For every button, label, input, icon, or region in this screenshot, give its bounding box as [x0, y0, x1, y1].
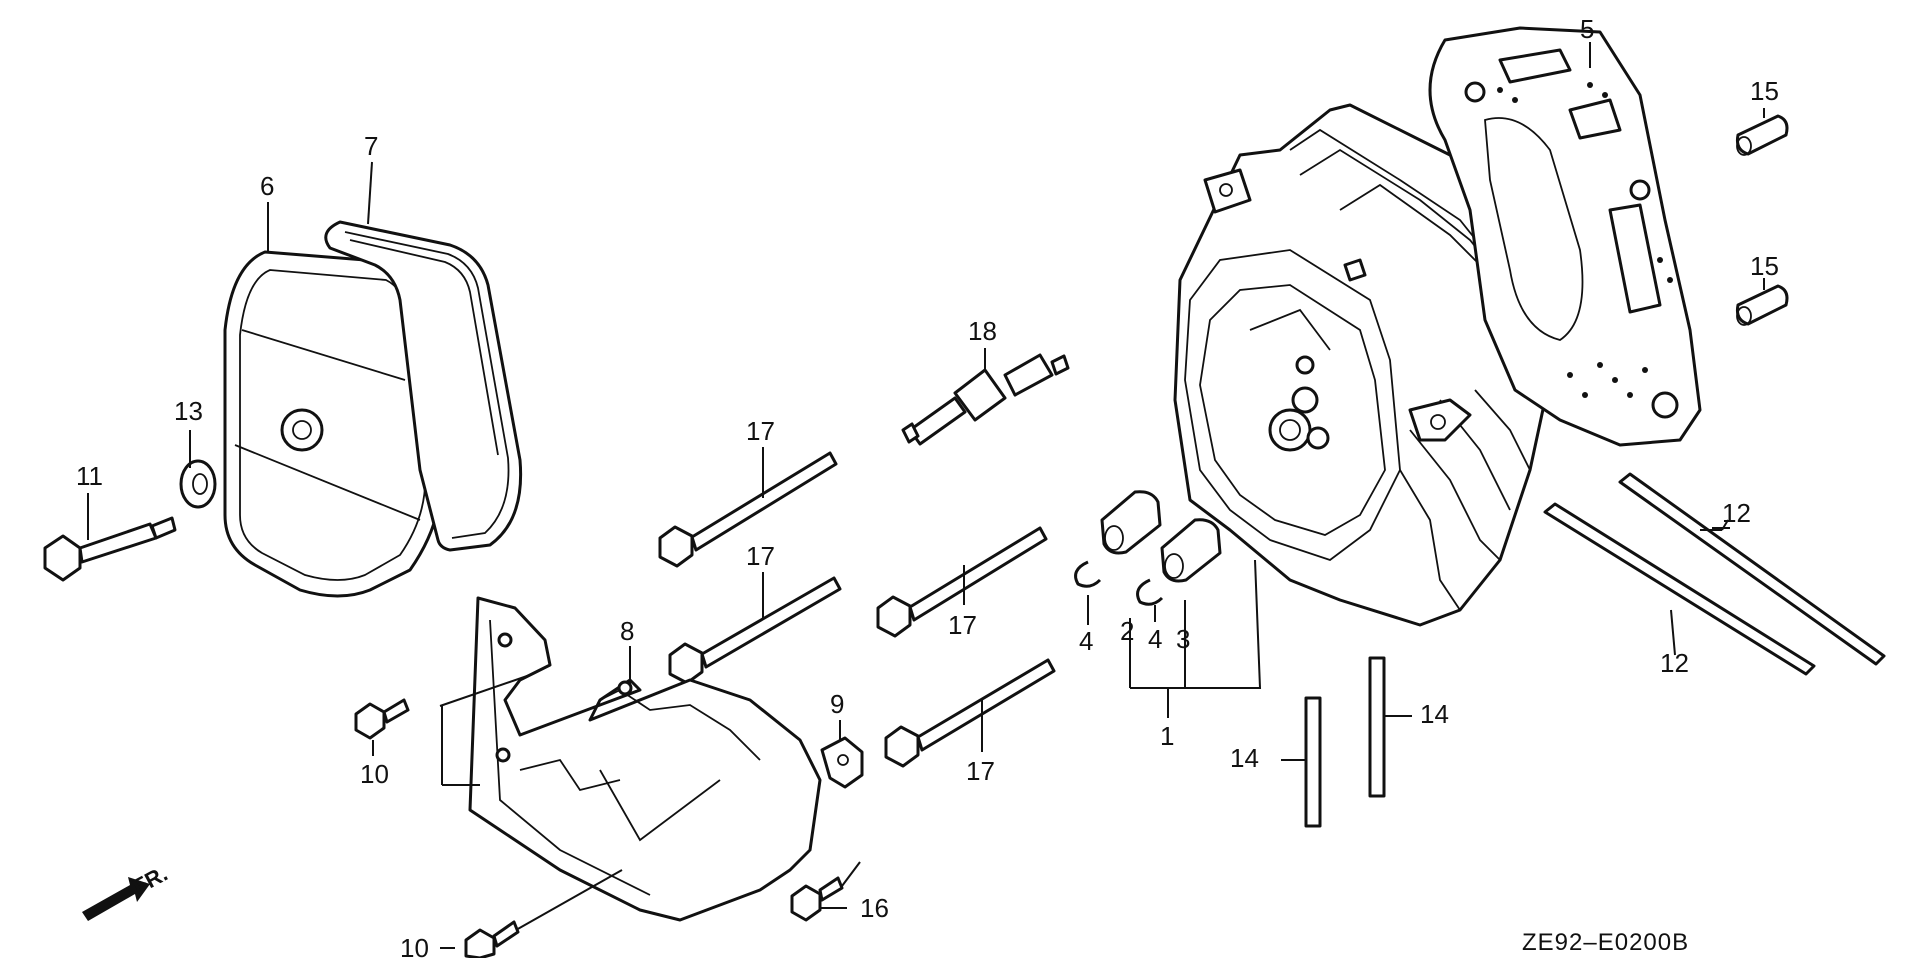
leader-lines — [87, 42, 1765, 949]
stud-bolt-part-14-b — [1368, 656, 1386, 798]
bolt-part-10-b — [464, 920, 520, 958]
stud-bolt-part-12-b — [1618, 472, 1886, 666]
callout-15-top: 15 — [1750, 76, 1779, 106]
callout-12-a: 12 — [1722, 498, 1751, 528]
head-gasket-part-5 — [1428, 26, 1702, 447]
callouts: 5 15 15 7 6 13 11 18 17 17 17 17 8 9 10 … — [76, 14, 1779, 958]
bolt-part-17-c — [876, 526, 1048, 638]
bolt-part-17-d — [884, 658, 1056, 768]
callout-15-bottom: 15 — [1750, 251, 1779, 281]
callout-2: 2 — [1120, 616, 1134, 646]
dowel-pin-part-15-b — [1736, 284, 1789, 326]
drawing-code: ZE92–E0200B — [1522, 929, 1689, 956]
bolt-part-11 — [43, 516, 177, 582]
callout-14-b: 14 — [1420, 699, 1449, 729]
bolt-part-16 — [790, 876, 844, 922]
callout-4-b: 4 — [1148, 624, 1162, 654]
callout-10-b: 10 — [400, 933, 429, 958]
clip-part-4-a — [1074, 560, 1102, 588]
callout-16: 16 — [860, 893, 889, 923]
stud-bolt-part-12-a — [1543, 502, 1816, 676]
callout-17-d: 17 — [966, 756, 995, 786]
callout-5: 5 — [1580, 14, 1594, 44]
callout-17-a: 17 — [746, 416, 775, 446]
callout-18: 18 — [968, 316, 997, 346]
callout-11: 11 — [76, 461, 103, 491]
callout-4-a: 4 — [1079, 626, 1093, 656]
callout-10-a: 10 — [360, 759, 389, 789]
valve-guide-part-2 — [1100, 490, 1162, 555]
callout-9: 9 — [830, 689, 844, 719]
callout-13: 13 — [174, 396, 203, 426]
front-arrow-icon — [82, 877, 150, 921]
clip-part-9 — [820, 736, 864, 789]
dowel-pin-part-15-a — [1736, 114, 1789, 156]
valve-guide-part-3 — [1160, 518, 1222, 583]
callout-8: 8 — [620, 616, 634, 646]
head-cover-gasket-part-7 — [324, 220, 523, 552]
spark-plug-part-18 — [901, 353, 1070, 446]
stud-bolt-part-14-a — [1304, 696, 1322, 828]
washer-part-13 — [179, 459, 217, 509]
callout-6: 6 — [260, 171, 274, 201]
callout-3: 3 — [1176, 624, 1190, 654]
front-direction-marker: FR. — [82, 861, 172, 921]
callout-7: 7 — [364, 131, 378, 161]
bolt-part-17-b — [668, 576, 842, 685]
shroud-part-8 — [468, 596, 822, 922]
head-cover-part-6 — [223, 250, 443, 598]
callout-12-b: 12 — [1660, 648, 1689, 678]
callout-1: 1 — [1160, 721, 1174, 751]
clip-part-4-b — [1136, 578, 1164, 606]
callout-14-a: 14 — [1230, 743, 1259, 773]
bolt-part-17-a — [658, 451, 838, 568]
bolt-part-10-a — [354, 698, 410, 740]
callout-17-b: 17 — [746, 541, 775, 571]
callout-17-c: 17 — [948, 610, 977, 640]
